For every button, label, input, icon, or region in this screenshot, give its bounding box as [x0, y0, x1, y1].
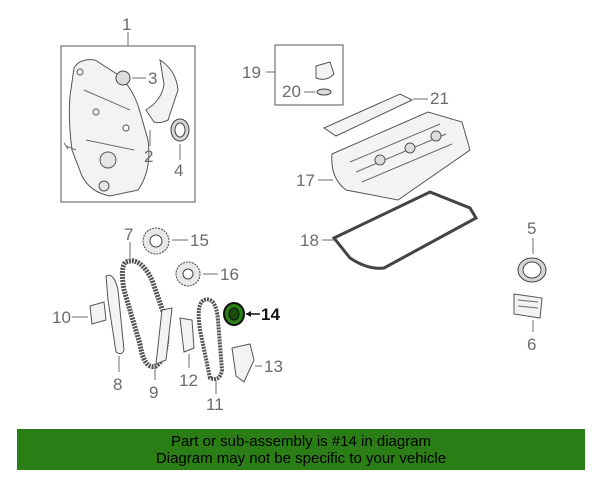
callout-5[interactable]: 5: [527, 219, 536, 238]
timing-cover-group: 1 2 3 4: [60, 15, 196, 203]
info-banner: Part or sub-assembly is #14 in diagram D…: [17, 429, 585, 470]
timing-chain-group: 7: [119, 225, 170, 370]
oil-cap-group: 19 20: [242, 44, 344, 106]
banner-line-2: Diagram may not be specific to your vehi…: [155, 450, 447, 467]
valve-cover-assembly: 21 17: [296, 89, 471, 201]
secondary-tensioner[interactable]: [231, 343, 255, 383]
callout-7[interactable]: 7: [124, 225, 133, 244]
timing-chain[interactable]: [119, 258, 170, 370]
rear-parts: 5 6: [513, 219, 547, 354]
callout-16[interactable]: 16: [220, 265, 239, 284]
timing-cover[interactable]: [68, 59, 150, 197]
callout-13[interactable]: 13: [264, 357, 283, 376]
cover-gasket[interactable]: [145, 58, 179, 124]
callout-19[interactable]: 19: [242, 63, 261, 82]
valve-cover-gasket-group: 18: [300, 190, 479, 270]
sprockets: 15 16: [142, 227, 239, 287]
cover-plug[interactable]: [115, 70, 131, 86]
chain-guide[interactable]: [155, 307, 173, 365]
chain-guides: 10 8 9: [52, 274, 173, 402]
secondary-chain[interactable]: [196, 297, 225, 381]
callout-1[interactable]: 1: [122, 15, 131, 34]
oil-filler-cap[interactable]: [315, 61, 335, 80]
callout-17[interactable]: 17: [296, 171, 315, 190]
callout-15[interactable]: 15: [190, 231, 209, 250]
highlighted-part-14: 14: [223, 302, 280, 326]
secondary-drive: 12 11 13: [179, 297, 283, 414]
valve-cover-gasket[interactable]: [331, 190, 479, 270]
callout-12[interactable]: 12: [179, 371, 198, 390]
callout-18[interactable]: 18: [300, 231, 319, 250]
chain-tensioner[interactable]: [89, 301, 107, 325]
callout-9[interactable]: 9: [149, 383, 158, 402]
callout-21[interactable]: 21: [430, 89, 449, 108]
callout-2[interactable]: 2: [144, 147, 153, 166]
callout-14[interactable]: 14: [261, 305, 280, 324]
callout-10[interactable]: 10: [52, 308, 71, 327]
valve-cover-top[interactable]: [322, 93, 414, 137]
callout-8[interactable]: 8: [113, 375, 122, 394]
secondary-guide[interactable]: [179, 317, 195, 353]
callout-4[interactable]: 4: [174, 161, 183, 180]
tensioner-rail[interactable]: [105, 274, 125, 355]
callout-20[interactable]: 20: [282, 82, 301, 101]
cap-gasket[interactable]: [316, 88, 332, 96]
callout-11[interactable]: 11: [206, 395, 224, 414]
banner-line-1: Part or sub-assembly is #14 in diagram: [170, 433, 432, 450]
callout-3[interactable]: 3: [148, 69, 157, 88]
callout-6[interactable]: 6: [527, 335, 536, 354]
